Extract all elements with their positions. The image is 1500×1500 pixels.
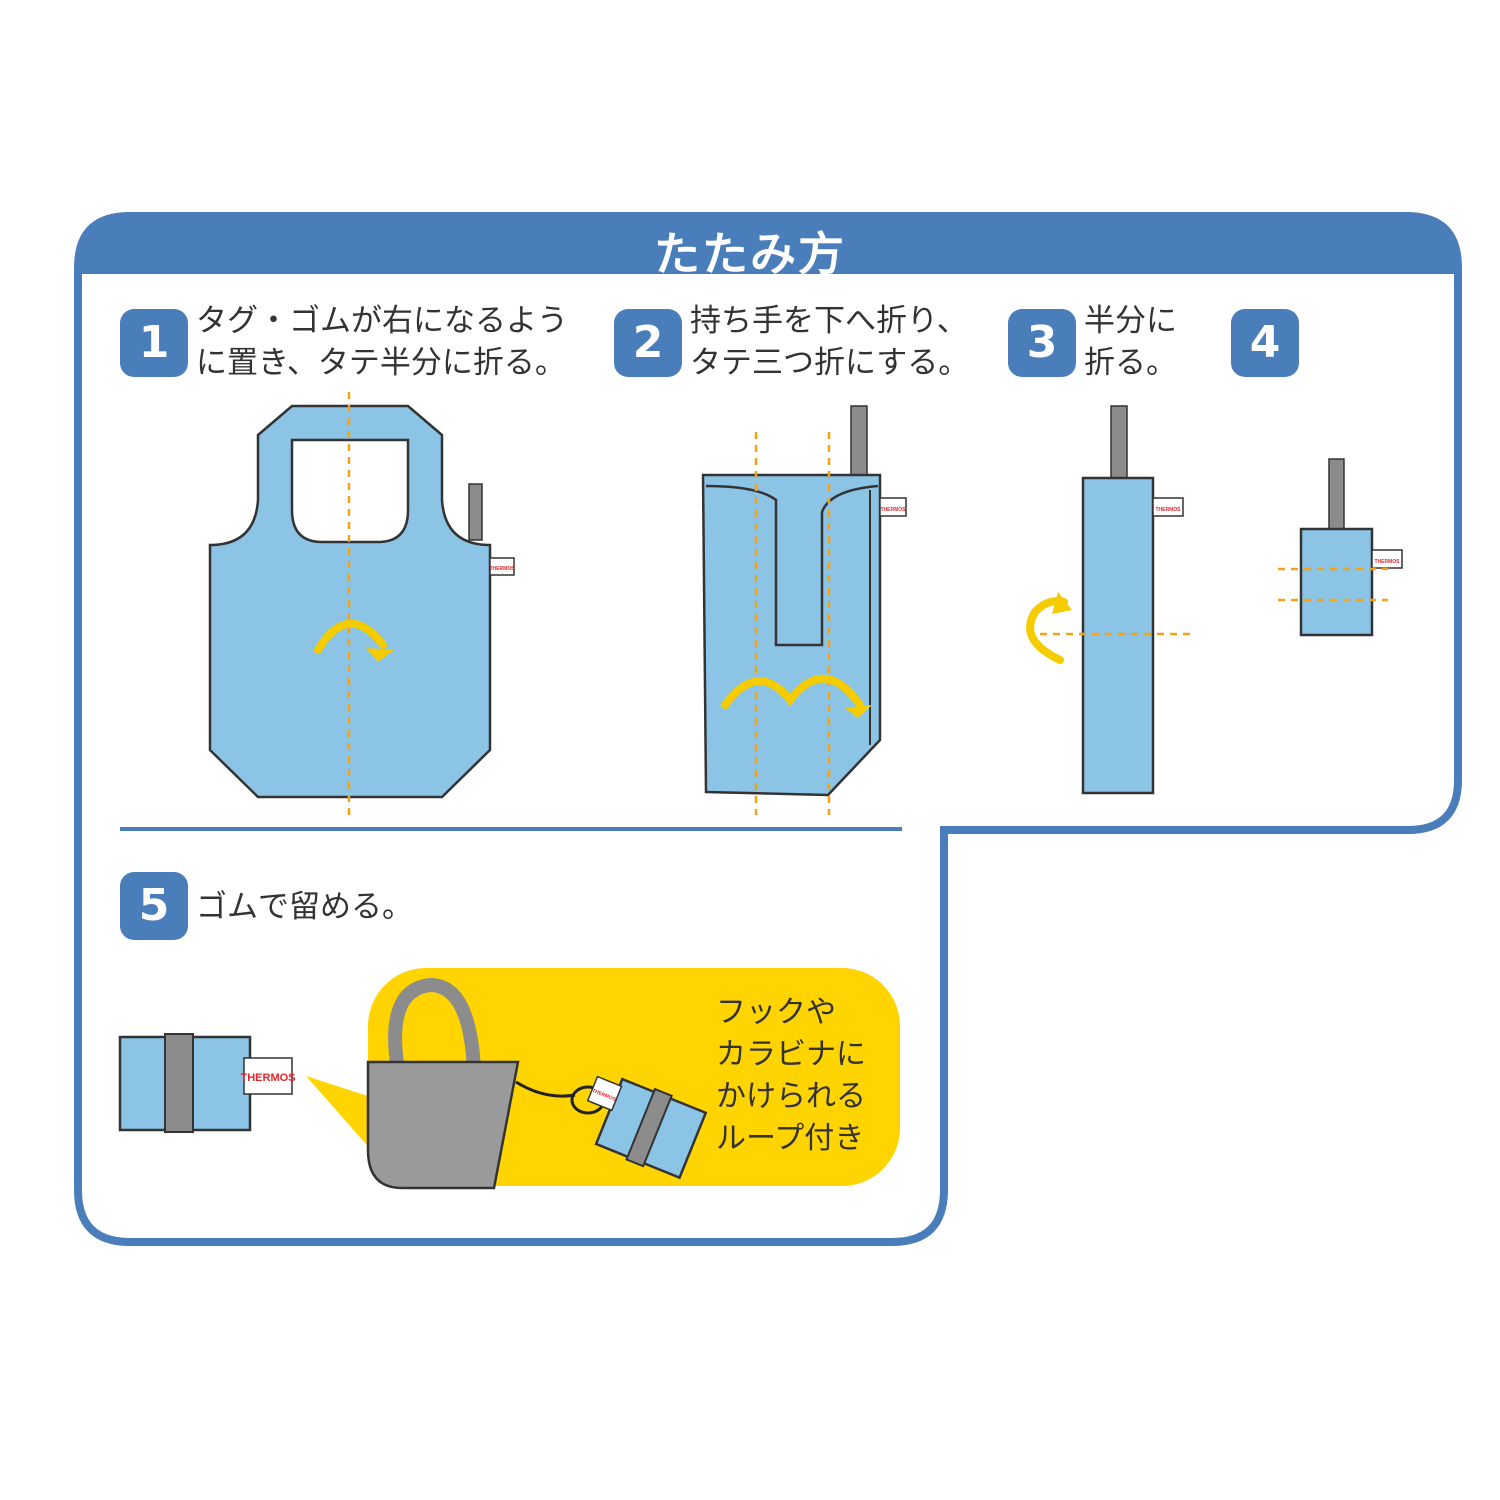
callout-pack-band (625, 1087, 673, 1168)
frame-border (74, 270, 1462, 1246)
callout-line-4: ループ付き (716, 1121, 865, 1156)
step2-line1: 持ち手を下へ折り、 (690, 303, 968, 339)
step4-elastic-band (1328, 458, 1345, 532)
step1-line2: に置き、タテ半分に折る。 (196, 345, 566, 381)
callout-pointer (306, 1076, 380, 1160)
step4-bag (1299, 527, 1374, 637)
step1-tag (489, 557, 515, 576)
callout-line-1: フックや (716, 995, 836, 1030)
step2-bag (701, 473, 882, 797)
step5-folded-pack: THERMOS (118, 1033, 296, 1133)
step5-badge: 5 (120, 872, 188, 940)
step2-line2: タテ三つ折にする。 (690, 345, 970, 381)
step2-badge: 2 (614, 309, 682, 377)
step2-fold-arrow (721, 674, 864, 709)
callout-line-2: カラビナに (716, 1037, 866, 1072)
step2-tag-text: THERMOS (881, 507, 907, 513)
step1-fold-arrow (314, 619, 387, 654)
callout-hanging-pack: THERMOS (586, 1075, 708, 1180)
step3-line2: 折る。 (1084, 345, 1177, 381)
callout-bag-handle (388, 977, 481, 1072)
step5-tag-text: THERMOS (241, 1072, 296, 1084)
step3-line1: 半分に (1084, 303, 1177, 339)
step2-handle-fold (705, 484, 879, 647)
callout-text: フックや カラビナに かけられる ループ付き (716, 992, 866, 1160)
step3-tag-text: THERMOS (1156, 507, 1182, 513)
step2-elastic-band (850, 405, 868, 479)
step3-instruction: 半分に 折る。 (1084, 300, 1177, 384)
step2-instruction: 持ち手を下へ折り、 タテ三つ折にする。 (690, 300, 969, 384)
page-title: たたみ方 (654, 227, 846, 281)
step3-elastic-band (1110, 405, 1128, 481)
step1-elastic-band (468, 483, 483, 541)
callout-bag-body (366, 1060, 520, 1190)
step1-line1: タグ・ゴムが右になるよう (196, 303, 568, 339)
step3-arrowhead (1052, 592, 1072, 614)
callout-pack-tag (586, 1075, 623, 1112)
step3-tag (1152, 497, 1184, 517)
step5-tag (243, 1057, 293, 1095)
step3-badge: 3 (1008, 309, 1076, 377)
callout-loop-cord (515, 1080, 576, 1098)
title-bar (74, 212, 1462, 274)
step1-bag-illustration: THERMOS (208, 392, 516, 815)
step4-badge: 4 (1231, 309, 1299, 377)
step4-bag-illustration: THERMOS (1278, 458, 1403, 637)
step2-arrowhead (845, 705, 872, 718)
step3-bag (1081, 476, 1155, 795)
step5-elastic-band (164, 1033, 194, 1133)
step2-tag (879, 497, 907, 517)
step1-arrowhead (366, 648, 394, 662)
step3-fold-arrow (1026, 597, 1068, 664)
step4-tag-text: THERMOS (1375, 559, 1401, 565)
loop-callout: THERMOS (306, 968, 900, 1190)
step1-badge: 1 (120, 309, 188, 377)
step2-bag-illustration: THERMOS (701, 405, 907, 815)
step3-bag-illustration: THERMOS (1026, 405, 1192, 795)
step1-instruction: タグ・ゴムが右になるよう に置き、タテ半分に折る。 (196, 300, 568, 384)
callout-line-3: かけられる (716, 1079, 866, 1114)
step1-tag-text: THERMOS (490, 566, 516, 572)
step5-instruction: ゴムで留める。 (196, 889, 413, 925)
